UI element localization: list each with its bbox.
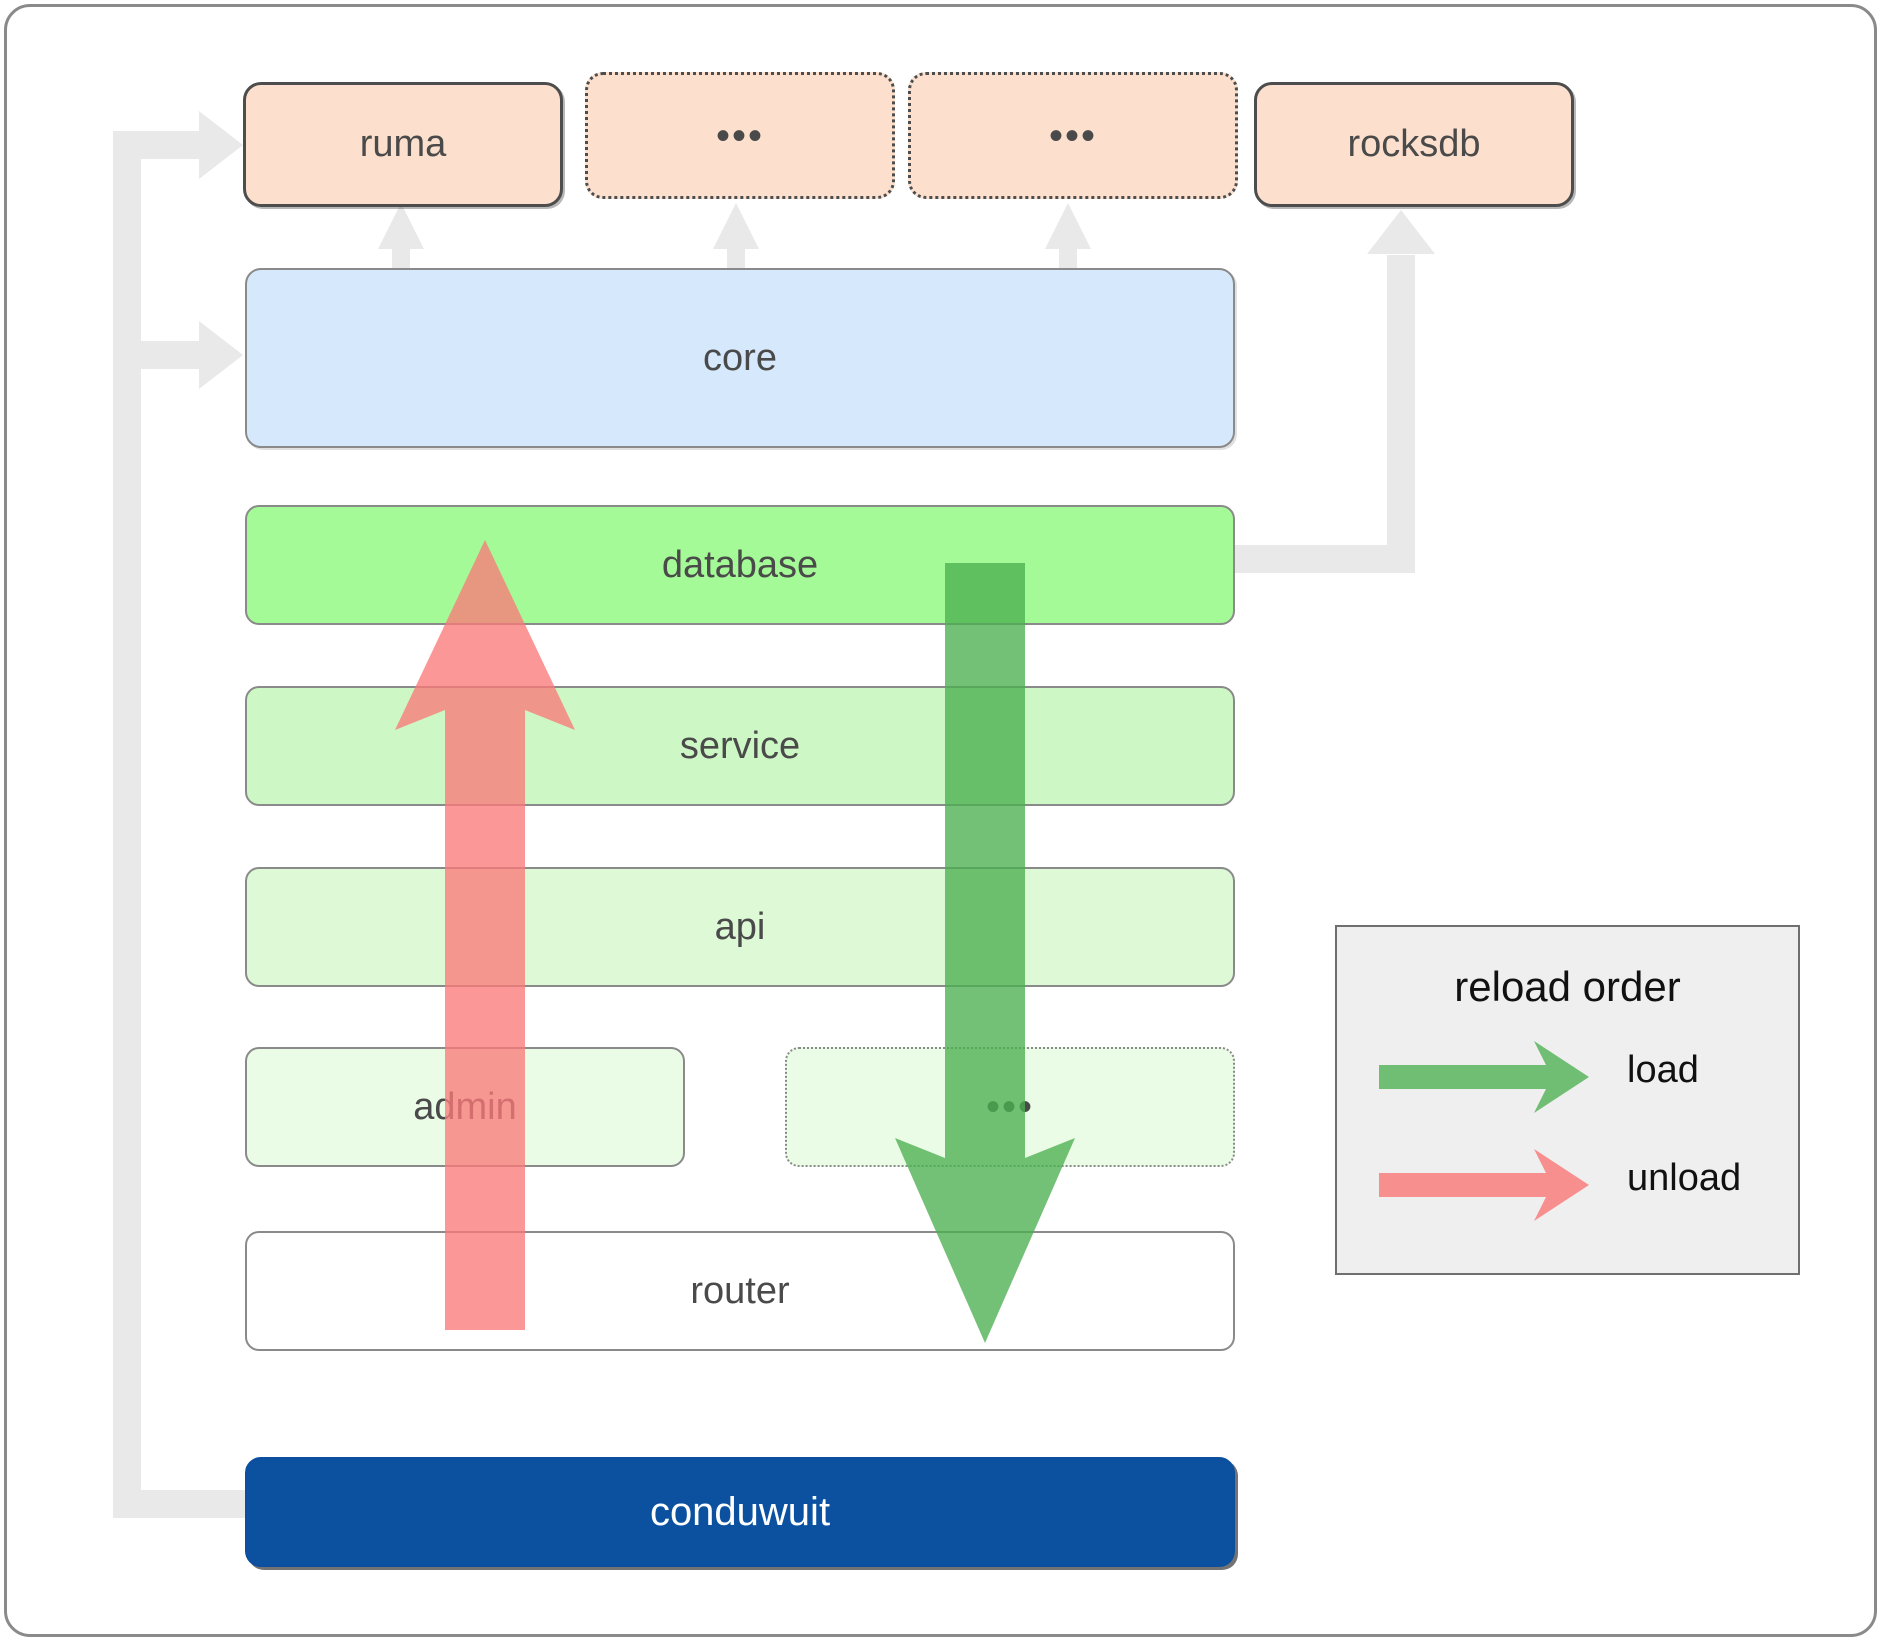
layer-label-database: database	[661, 543, 819, 586]
layer-label-api: api	[714, 905, 766, 948]
connector-to-core-stem	[113, 341, 203, 369]
connector-to-ruma-stem	[113, 131, 203, 159]
legend-load-label: load	[1627, 1049, 1699, 1091]
layer-label-service: service	[679, 724, 801, 767]
layer-box-database[interactable]: database	[245, 505, 1235, 625]
connector-to-ruma-arrowhead	[199, 111, 243, 179]
legend-panel: reload order load unload	[1335, 925, 1800, 1275]
core-label: core	[703, 336, 777, 379]
dependency-box-3[interactable]: •••	[908, 72, 1238, 199]
connector-database-to-rocksdb-vertical	[1387, 255, 1415, 560]
dependency-label-rocksdb: rocksdb	[1347, 123, 1481, 165]
layer-label-router: router	[690, 1269, 790, 1312]
legend-title: reload order	[1454, 963, 1681, 1010]
legend-load-arrow	[1379, 1037, 1589, 1117]
connector-database-to-rocksdb-arrowhead	[1367, 210, 1435, 254]
dependency-box-ruma[interactable]: ruma	[243, 82, 563, 207]
connector-database-to-rocksdb-horizontal	[1222, 545, 1415, 573]
legend-unload-label: unload	[1627, 1157, 1742, 1199]
core-to-ruma-arrowhead	[378, 203, 424, 249]
core-box[interactable]: core	[245, 268, 1235, 448]
core-to-dep3-arrowhead	[1045, 203, 1091, 249]
unload-arrow	[385, 540, 585, 1330]
connector-to-core-arrowhead	[199, 321, 243, 389]
dependency-box-rocksdb[interactable]: rocksdb	[1254, 82, 1574, 207]
legend-unload-arrow	[1379, 1145, 1589, 1225]
dependency-label-3: •••	[1048, 113, 1097, 158]
core-to-dep2-arrowhead	[713, 203, 759, 249]
root-label: conduwuit	[649, 1489, 831, 1534]
layer-box-api[interactable]: api	[245, 867, 1235, 987]
layer-box-router[interactable]: router	[245, 1231, 1235, 1351]
connector-from-conduwuit	[113, 1490, 253, 1518]
dependency-label-2: •••	[715, 113, 764, 158]
dependency-box-2[interactable]: •••	[585, 72, 895, 199]
connector-left-trunk	[113, 131, 141, 1518]
root-box-conduwuit[interactable]: conduwuit	[245, 1457, 1235, 1567]
dependency-label-ruma: ruma	[359, 123, 447, 165]
load-arrow	[880, 563, 1090, 1343]
